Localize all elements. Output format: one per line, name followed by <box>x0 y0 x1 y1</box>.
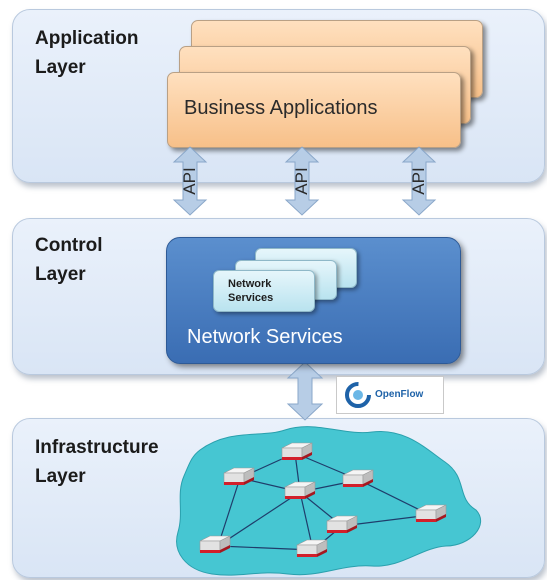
network-services-box: Network Services Network Services <box>166 237 461 364</box>
api-arrow-2 <box>284 146 320 216</box>
switch-icon <box>199 535 231 554</box>
switch-icon <box>281 442 313 461</box>
api-arrow-1 <box>172 146 208 216</box>
switch-icon <box>415 504 447 523</box>
openflow-logo: OpenFlow <box>336 376 444 414</box>
infrastructure-layer-title: Infrastructure Layer <box>35 437 159 487</box>
switch-icon <box>284 481 316 500</box>
network-services-card-label: Network Services <box>228 278 274 304</box>
application-layer-title: Application Layer <box>35 28 139 78</box>
network-cloud <box>176 426 482 576</box>
openflow-swirl-icon <box>345 382 371 408</box>
switch-icon <box>296 539 328 558</box>
network-services-label: Network Services <box>187 326 343 348</box>
switch-icon <box>223 467 255 486</box>
business-app-card-front: Business Applications <box>167 72 461 148</box>
business-applications-label: Business Applications <box>184 97 378 119</box>
control-layer-title: Control Layer <box>35 235 103 285</box>
api-arrow-3 <box>401 146 437 216</box>
switch-icon <box>326 515 358 534</box>
openflow-arrow <box>286 361 324 421</box>
network-services-card-front: Network Services <box>213 270 315 312</box>
switch-icon <box>342 469 374 488</box>
openflow-label: OpenFlow <box>375 389 424 400</box>
